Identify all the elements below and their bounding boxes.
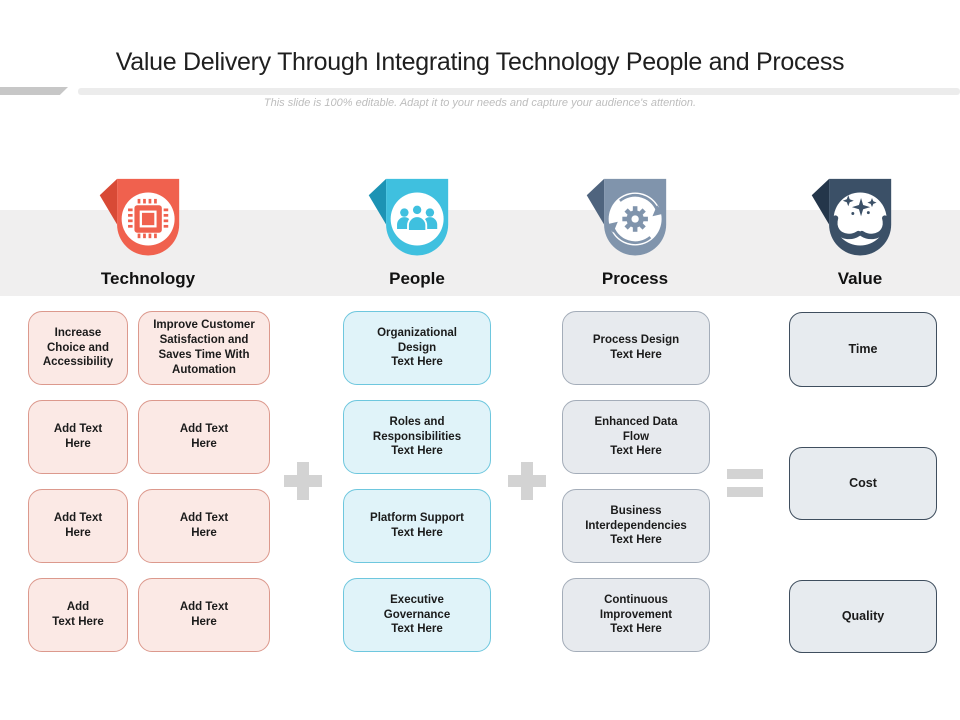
- value-box: Quality: [789, 580, 937, 653]
- people-box: Executive Governance Text Here: [343, 578, 491, 652]
- technology-box-grid: Increase Choice and Accessibility Improv…: [28, 311, 270, 652]
- page-title: Value Delivery Through Integrating Techn…: [115, 48, 845, 76]
- process-box: Continuous Improvement Text Here: [562, 578, 710, 652]
- technology-box: Add Text Here: [138, 400, 270, 474]
- gear-cycle-icon: [586, 178, 667, 256]
- technology-box: Improve Customer Satisfaction and Saves …: [138, 311, 270, 385]
- process-box-stack: Process Design Text Here Enhanced Data F…: [562, 311, 710, 652]
- technology-box: Add Text Here: [28, 489, 128, 563]
- technology-box: Add Text Here: [138, 489, 270, 563]
- subtitle: This slide is 100% editable. Adapt it to…: [263, 97, 697, 109]
- process-box: Business Interdependencies Text Here: [562, 489, 710, 563]
- column-label-technology: Technology: [100, 269, 196, 288]
- hands-sparkle-icon: [811, 178, 892, 256]
- people-box-stack: Organizational Design Text Here Roles an…: [343, 311, 491, 652]
- title-divider: [78, 88, 960, 95]
- column-label-process: Process: [601, 269, 669, 288]
- plus-icon: [284, 462, 322, 500]
- column-label-value: Value: [837, 269, 883, 288]
- value-box: Time: [789, 312, 937, 387]
- people-box: Platform Support Text Here: [343, 489, 491, 563]
- process-box: Process Design Text Here: [562, 311, 710, 385]
- technology-box: Increase Choice and Accessibility: [28, 311, 128, 385]
- plus-icon: [508, 462, 546, 500]
- process-box: Enhanced Data Flow Text Here: [562, 400, 710, 474]
- people-box: Organizational Design Text Here: [343, 311, 491, 385]
- microchip-icon: [99, 178, 180, 256]
- value-box: Cost: [789, 447, 937, 520]
- title-divider-accent: [0, 87, 68, 95]
- technology-box: Add Text Here: [138, 578, 270, 652]
- technology-box: Add Text Here: [28, 578, 128, 652]
- people-icon: [368, 178, 449, 256]
- column-label-people: People: [389, 269, 445, 288]
- technology-box: Add Text Here: [28, 400, 128, 474]
- equals-icon: [727, 469, 763, 497]
- people-box: Roles and Responsibilities Text Here: [343, 400, 491, 474]
